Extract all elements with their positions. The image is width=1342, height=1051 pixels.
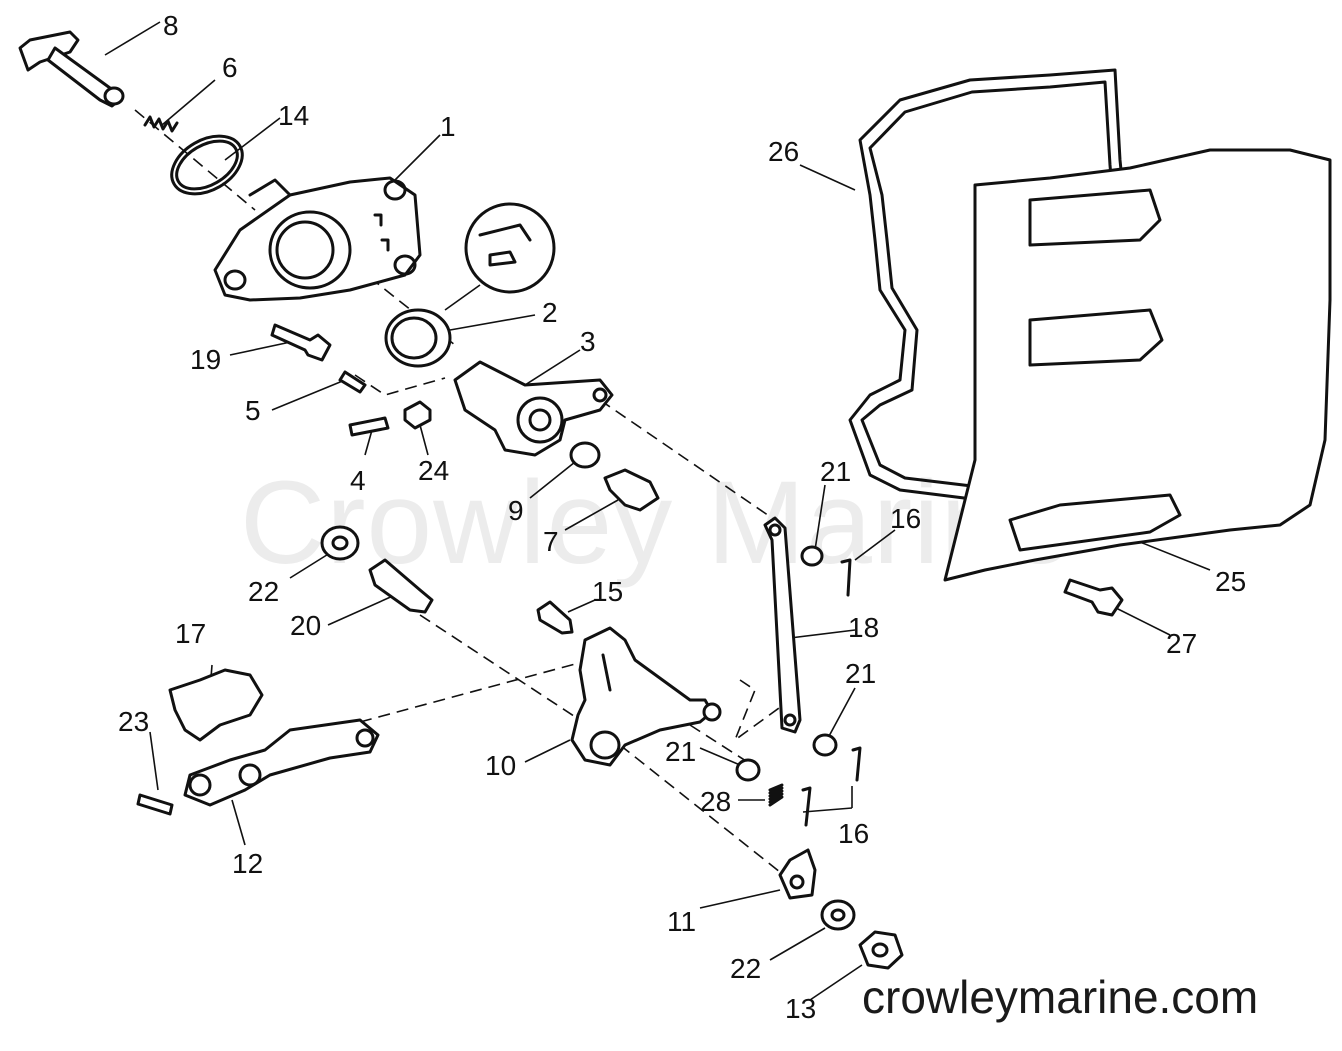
part-4-screw bbox=[348, 416, 390, 437]
label-part-17: 17 bbox=[175, 618, 207, 649]
label-part-25: 25 bbox=[1215, 566, 1247, 597]
label-part-3: 3 bbox=[580, 326, 596, 357]
part-19-bolt bbox=[270, 323, 332, 362]
label-part-21c: 21 bbox=[665, 736, 697, 767]
part-8-shaft bbox=[18, 30, 125, 108]
label-part-14: 14 bbox=[278, 100, 310, 131]
label-part-24: 24 bbox=[418, 455, 450, 486]
label-part-21a: 21 bbox=[820, 456, 852, 487]
label-part-13: 13 bbox=[785, 993, 817, 1024]
label-part-22a: 22 bbox=[248, 576, 280, 607]
part-28-spring bbox=[768, 783, 784, 807]
label-part-4: 4 bbox=[350, 465, 366, 496]
part-17-clip bbox=[168, 668, 264, 742]
part-23-pin bbox=[136, 793, 174, 816]
label-part-10: 10 bbox=[485, 750, 517, 781]
part-21-washer-b bbox=[812, 733, 838, 757]
part-21-washer-c bbox=[735, 758, 761, 782]
label-part-21b: 21 bbox=[845, 658, 877, 689]
part-6-spring bbox=[143, 115, 179, 133]
label-part-28: 28 bbox=[700, 786, 732, 817]
part-3-lever bbox=[453, 360, 614, 457]
part-18-rod bbox=[763, 516, 802, 734]
leader-lines bbox=[104, 21, 1211, 1001]
label-part-11: 11 bbox=[667, 906, 697, 937]
part-12-link bbox=[183, 718, 380, 807]
label-part-2: 2 bbox=[542, 297, 558, 328]
part-16-pin-c bbox=[801, 786, 812, 827]
part-24-bushing bbox=[403, 400, 432, 430]
label-part-15: 15 bbox=[592, 576, 624, 607]
cover-plate-inset-icon bbox=[444, 202, 556, 311]
part-15-screw bbox=[536, 600, 574, 635]
site-url: crowleymarine.com bbox=[862, 971, 1259, 1023]
label-part-9: 9 bbox=[508, 495, 524, 526]
part-25-cover bbox=[943, 148, 1332, 582]
part-5-pin bbox=[338, 370, 367, 394]
label-part-12: 12 bbox=[232, 848, 264, 879]
label-part-23: 23 bbox=[118, 706, 150, 737]
part-10-bracket bbox=[570, 626, 722, 767]
label-part-26: 26 bbox=[768, 136, 800, 167]
label-part-16b: 16 bbox=[838, 818, 870, 849]
label-part-19: 19 bbox=[190, 344, 222, 375]
part-16-pin-b bbox=[851, 746, 862, 782]
part-9-washer bbox=[569, 441, 601, 469]
part-20-stud bbox=[368, 558, 434, 614]
label-part-6: 6 bbox=[222, 52, 238, 83]
part-7-bolt bbox=[603, 468, 660, 512]
part-27-bolt bbox=[1063, 578, 1124, 617]
label-part-16a: 16 bbox=[890, 503, 922, 534]
part-11-plate bbox=[778, 848, 817, 900]
part-2-seal bbox=[384, 308, 452, 368]
part-21-washer-a bbox=[800, 545, 824, 567]
label-part-27: 27 bbox=[1166, 628, 1198, 659]
part-14-oring bbox=[170, 134, 244, 196]
label-part-20: 20 bbox=[290, 610, 322, 641]
label-part-8: 8 bbox=[163, 10, 179, 41]
part-22-washer-a bbox=[320, 525, 360, 561]
part-22-washer-b bbox=[820, 899, 856, 931]
part-1-housing bbox=[213, 176, 422, 302]
part-16-pin-a bbox=[840, 558, 852, 597]
label-part-22b: 22 bbox=[730, 953, 762, 984]
label-part-5: 5 bbox=[245, 395, 261, 426]
label-part-18: 18 bbox=[848, 612, 880, 643]
label-part-7: 7 bbox=[543, 526, 559, 557]
part-13-nut bbox=[858, 930, 904, 970]
label-part-1: 1 bbox=[440, 111, 456, 142]
